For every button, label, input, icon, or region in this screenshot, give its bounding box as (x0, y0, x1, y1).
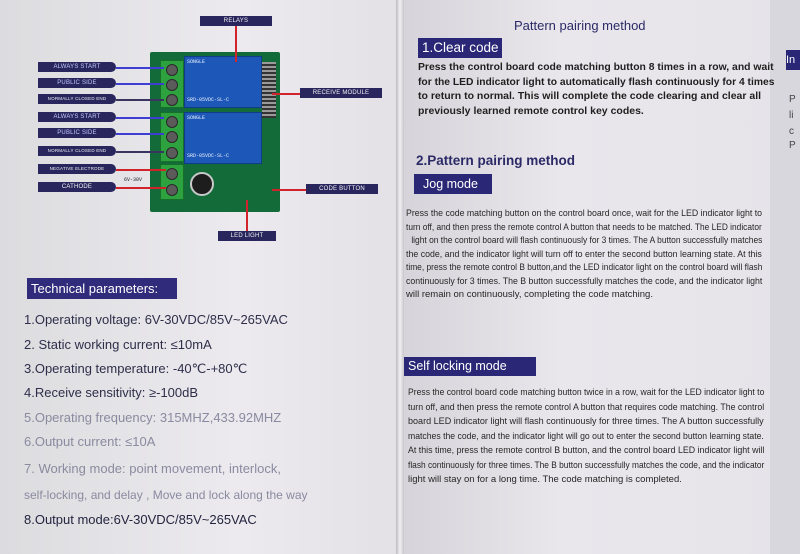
terminal-block-bottom (160, 112, 184, 162)
jog-mode-banner: Jog mode (414, 174, 492, 194)
text-line: will remain on continuously, completing … (406, 289, 653, 300)
param-working-mode: 7. Working mode: point movement, interlo… (24, 461, 281, 476)
wire-cathode (116, 187, 166, 189)
next-page-char: li (789, 110, 794, 121)
label-relays: RELAYS (200, 16, 272, 26)
label-public-side-1: PUBLIC SIDE (38, 78, 116, 88)
relay-brand: SONGLE (187, 59, 206, 65)
receive-module-coil (262, 62, 276, 118)
voltage-tag: 6V-30V (124, 177, 143, 183)
label-receive-module: RECEIVE MODULE (300, 88, 382, 98)
screw (166, 64, 178, 76)
screw (166, 94, 178, 106)
label-code-button: CODE BUTTON (306, 184, 378, 194)
param-output-mode: 8.Output mode:6V-30VDC/85V~265VAC (24, 512, 257, 527)
text-line: Press the control board code matching bu… (418, 61, 774, 73)
pointer-led-light (246, 200, 248, 231)
label-cathode: CATHODE (38, 182, 116, 192)
self-locking-text: Press the control board code matching bu… (408, 386, 765, 488)
param-operating-voltage: 1.Operating voltage: 6V-30VDC/85V~265VAC (24, 312, 288, 327)
terminal-block-top (160, 60, 184, 108)
terminal-block-power (160, 164, 184, 200)
capacitor (190, 172, 214, 196)
text-line: light on the control board will flash co… (411, 235, 763, 246)
wire (116, 133, 164, 135)
self-locking-banner: Self locking mode (404, 357, 536, 376)
pattern-pairing-heading: 2.Pattern pairing method (416, 153, 576, 168)
pointer-receive-module (272, 93, 300, 95)
param-working-mode-cont: self-locking, and delay , Move and lock … (24, 488, 308, 502)
label-always-start-2: ALWAYS START (38, 112, 116, 122)
jog-mode-text: Press the code matching button on the co… (406, 207, 763, 302)
clear-code-text: Press the control board code matching bu… (418, 60, 775, 118)
text-line: light will stay on for a long time. The … (408, 474, 682, 485)
label-public-side-2: PUBLIC SIDE (38, 128, 116, 138)
param-output-current: 6.Output current: ≤10A (24, 434, 156, 449)
text-line: board LED indicator light will flash con… (408, 416, 764, 427)
next-page-edge (770, 0, 800, 554)
relay-model: SRD-05VDC-SL-C (187, 153, 230, 159)
pointer-code-button (272, 189, 306, 191)
text-line: to return to normal. This will complete … (418, 90, 762, 102)
label-normally-closed-2: NORMALLY CLOSED END (38, 146, 116, 156)
text-line: Press the control board code matching bu… (408, 387, 765, 398)
text-line: At this time, press the remote control B… (408, 445, 765, 456)
wire (116, 99, 164, 101)
screw (166, 79, 178, 91)
text-line: flash continuously for three times. The … (408, 459, 765, 471)
wire-negative (116, 169, 166, 171)
pointer-relays (235, 26, 237, 62)
param-frequency: 5.Operating frequency: 315MHZ,433.92MHZ (24, 410, 282, 425)
text-line: Press the code matching button on the co… (406, 208, 763, 219)
label-normally-closed-1: NORMALLY CLOSED END (38, 94, 116, 104)
clear-code-banner: 1.Clear code (418, 38, 502, 58)
text-line: matches the code, and the indicator ligh… (408, 430, 764, 442)
screw (166, 147, 178, 159)
relay-top: SONGLE SRD-05VDC-SL-C (184, 56, 262, 108)
next-page-char: P (789, 140, 796, 151)
text-line: turn off, and then press the remote cont… (406, 221, 762, 233)
label-always-start-1: ALWAYS START (38, 62, 116, 72)
text-line: continuously for 3 times. The B button s… (406, 275, 763, 287)
relay-brand: SONGLE (187, 115, 206, 121)
text-line: for the LED indicator light to automatic… (418, 75, 775, 88)
label-negative-electrode: NEGATIVE ELECTRODE (38, 164, 116, 174)
text-line: the code, and the indicator light will t… (406, 248, 762, 260)
screw (166, 116, 178, 128)
screw (166, 168, 178, 180)
screw (166, 131, 178, 143)
wire (116, 117, 164, 119)
text-line: turn off, and then press the remote cont… (408, 401, 765, 413)
technical-parameters-banner: Technical parameters: (27, 278, 177, 299)
next-page-banner: In (786, 50, 800, 70)
wire (116, 151, 164, 153)
text-line: previously learned remote control key co… (418, 104, 644, 117)
right-page (402, 0, 800, 554)
screw (166, 184, 178, 196)
relay-bottom: SONGLE SRD-05VDC-SL-C (184, 112, 262, 164)
next-page-char: P (789, 94, 796, 105)
param-static-current: 2. Static working current: ≤10mA (24, 337, 212, 352)
page-title: Pattern pairing method (514, 18, 646, 33)
label-led-light: LED LIGHT (218, 231, 276, 241)
text-line: time, press the remote control B button,… (406, 262, 763, 273)
param-sensitivity: 4.Receive sensitivity: ≥-100dB (24, 385, 199, 400)
next-page-char: c (789, 126, 794, 137)
wire (116, 83, 164, 85)
relay-model: SRD-05VDC-SL-C (187, 97, 230, 103)
param-temperature: 3.Operating temperature: -40℃-+80℃ (24, 361, 248, 376)
page-fold (396, 0, 404, 554)
wire (116, 67, 164, 69)
